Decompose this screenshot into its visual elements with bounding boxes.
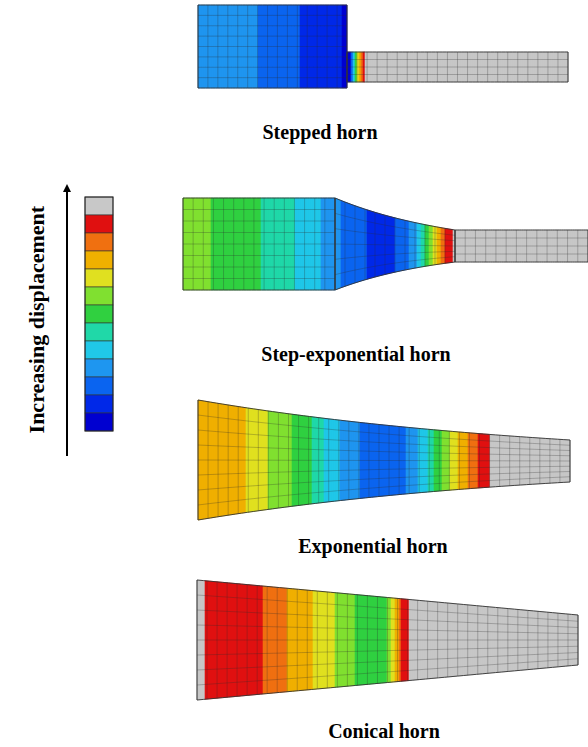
scale-segment — [85, 341, 113, 359]
horn-outline — [455, 230, 588, 262]
scale-segment — [85, 233, 113, 251]
scale-segment — [85, 413, 113, 431]
mesh-line — [198, 15, 347, 16]
scale-outline — [85, 197, 113, 431]
mesh-line — [183, 244, 335, 245]
mesh-line — [198, 77, 347, 78]
scale-segment — [85, 287, 113, 305]
mesh — [197, 580, 578, 700]
mesh-line — [198, 36, 347, 37]
horn-caption: Exponential horn — [298, 535, 447, 558]
contour-fill — [197, 580, 578, 700]
mesh-line — [198, 445, 570, 456]
scale-segment — [85, 395, 113, 413]
horn-outline — [335, 198, 455, 290]
mesh-line — [347, 59, 568, 60]
mesh-line — [335, 213, 455, 235]
scale-segment — [85, 215, 113, 233]
horn-model — [198, 400, 570, 520]
mesh-line — [198, 67, 347, 68]
mesh-line — [198, 56, 347, 57]
mesh-line — [197, 640, 578, 641]
horn-outline — [347, 52, 568, 82]
mesh-line — [183, 278, 335, 279]
horn-caption: Stepped horn — [262, 121, 377, 144]
horn-outline — [198, 400, 570, 520]
scale-segment — [85, 377, 113, 395]
scale-segment — [85, 197, 113, 215]
mesh-line — [455, 246, 588, 247]
scale-segment — [85, 359, 113, 377]
horn-models — [183, 5, 588, 700]
mesh-line — [197, 625, 578, 634]
mesh-line — [198, 466, 570, 475]
mesh-line — [198, 25, 347, 26]
scale-segment — [85, 251, 113, 269]
mesh-line — [197, 595, 578, 621]
horn-model — [198, 5, 568, 88]
mesh-line — [183, 209, 335, 210]
horn-outline — [197, 580, 578, 700]
contour-fill — [198, 5, 568, 88]
mesh-line — [197, 610, 578, 628]
contour-fill — [198, 400, 570, 520]
horn-outline — [198, 5, 347, 88]
mesh-line — [183, 221, 335, 222]
mesh-line — [183, 267, 335, 268]
mesh — [183, 198, 588, 290]
mesh-line — [347, 74, 568, 75]
horn-caption: Step-exponential horn — [261, 343, 450, 366]
mesh-line — [197, 659, 578, 685]
mesh — [198, 5, 568, 88]
mesh-line — [335, 229, 455, 241]
mesh-line — [183, 255, 335, 256]
axis-label: Increasing displacement — [24, 206, 49, 434]
horn-model — [197, 580, 578, 700]
mesh-line — [335, 244, 455, 246]
mesh-line — [197, 646, 578, 655]
horn-outline — [183, 198, 335, 290]
scale-segment — [85, 323, 113, 341]
mesh-line — [455, 238, 588, 239]
mesh-line — [183, 232, 335, 233]
contour-fill — [183, 198, 588, 290]
mesh — [198, 400, 570, 520]
mesh-line — [198, 477, 570, 505]
horn-model — [183, 198, 588, 290]
mesh-line — [198, 415, 570, 445]
mesh-line — [347, 67, 568, 68]
mesh-line — [198, 460, 570, 461]
scale-segment — [85, 269, 113, 287]
scale-segment — [85, 305, 113, 323]
mesh-line — [198, 46, 347, 47]
mesh-line — [197, 653, 578, 671]
color-scale-bar — [85, 197, 113, 431]
horn-caption: Conical horn — [328, 720, 440, 743]
increase-arrow — [66, 188, 68, 456]
mesh-line — [455, 254, 588, 255]
